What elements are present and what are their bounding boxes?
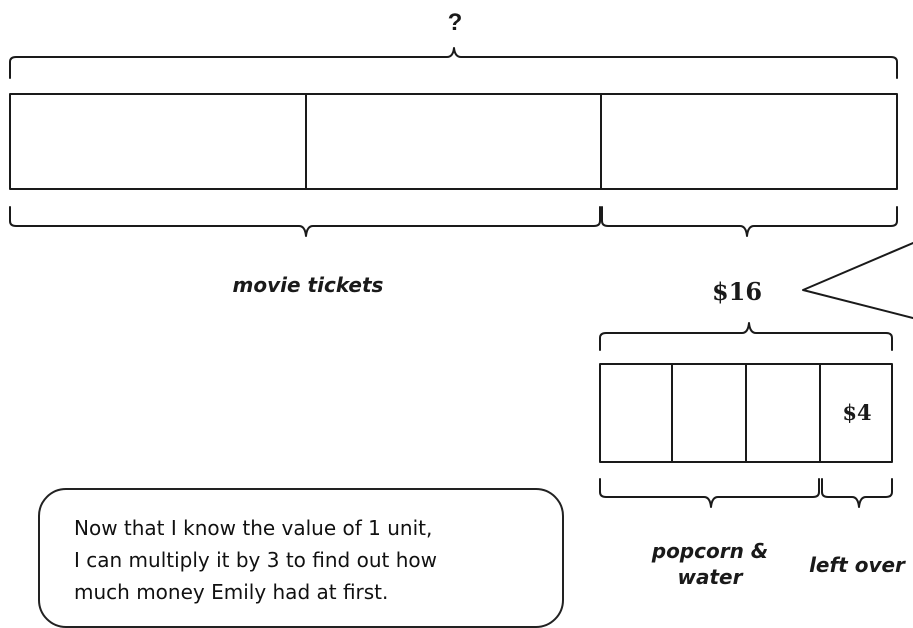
explanation-callout: Now that I know the value of 1 unit, I c… [38, 488, 564, 628]
callout-line-3: much money Emily had at first. [74, 580, 389, 604]
callout-line-2: I can multiply it by 3 to find out how [74, 548, 437, 572]
tape-diagram: ? movie tickets $16 $4 popcorn & water l… [9, 9, 913, 589]
callout-line-1: Now that I know the value of 1 unit, [74, 516, 433, 540]
top-total-brace [9, 47, 898, 79]
left-over-label: left over [809, 553, 906, 577]
top-tape-bar [9, 93, 898, 190]
left-over-brace [821, 478, 893, 508]
left-over-value-label: $4 [842, 400, 871, 425]
total-question-mark: ? [448, 9, 463, 36]
lower-tape-total-brace [599, 322, 893, 351]
popcorn-water-label-line2: water [678, 565, 744, 589]
remaining-amount-label: $16 [712, 277, 762, 306]
popcorn-water-brace [599, 478, 820, 508]
popcorn-water-label-line1: popcorn & [651, 539, 768, 563]
movie-tickets-brace [9, 206, 601, 237]
remaining-unit-brace [601, 206, 898, 237]
zoom-callout-wedge [802, 242, 913, 319]
movie-tickets-label: movie tickets [233, 273, 384, 297]
